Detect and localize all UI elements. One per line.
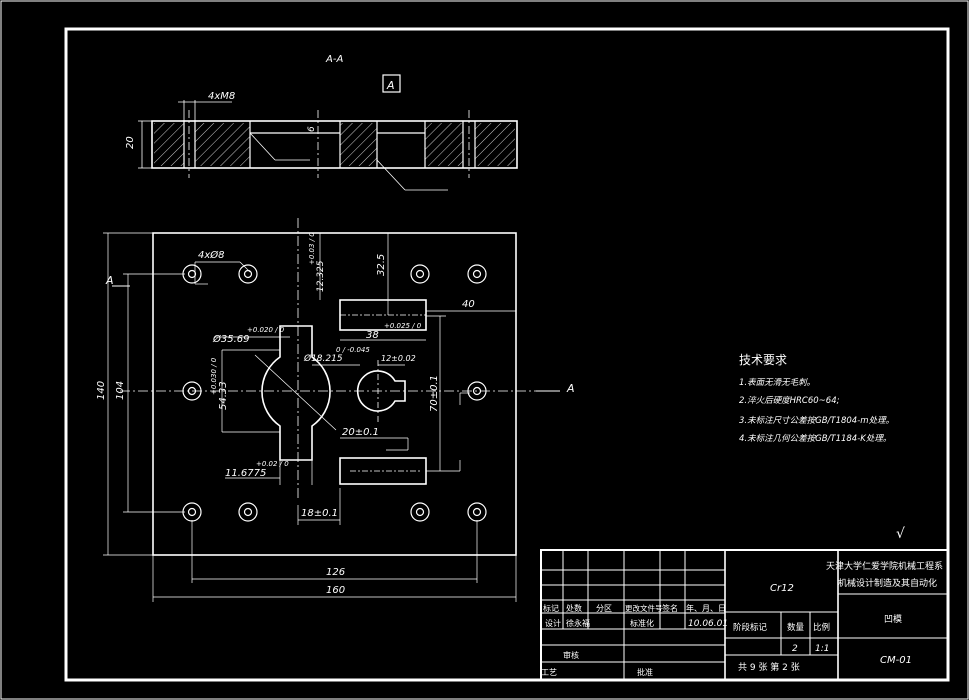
- dim-104: 104: [115, 381, 126, 400]
- dim-bore-height: 54.33: [218, 381, 229, 410]
- dim-40: 40: [462, 299, 475, 310]
- inner-frame: [64, 27, 950, 682]
- small-keyed-bore: [356, 370, 406, 412]
- hole-tr: [410, 264, 430, 284]
- thread-callout: 4xM8: [208, 91, 235, 102]
- school-line-2: 机械设计制造及其自动化: [838, 577, 937, 589]
- hole-tr2: [467, 264, 487, 284]
- hole-bl2: [238, 502, 258, 522]
- approve-label: 批准: [637, 667, 653, 677]
- plan-view: 140 104 160 126 A A 4xØ8 Ø35.69 +0.020 /…: [96, 218, 575, 602]
- hole-tl: [182, 264, 202, 284]
- scale-label: 比例: [813, 622, 830, 633]
- dim-bore-height-tol: +0.030 / 0: [210, 357, 218, 395]
- designer: 徐永福: [566, 618, 590, 628]
- dim-small-key: 12±0.02: [381, 354, 416, 363]
- sheet-count: 共 9 张 第 2 张: [738, 661, 800, 673]
- section-marker-left: A: [105, 274, 114, 287]
- drawing-number: CM-01: [880, 655, 912, 666]
- title-block: [540, 549, 949, 681]
- tech-notes: 技术要求 1.表面无滑无毛刺。 2.淬火后硬度HRC60~64; 3.未标注尺寸…: [739, 353, 894, 444]
- hdr-marking: 标记: [543, 603, 559, 613]
- hdr-date: 年、月、日: [686, 603, 726, 613]
- hole-br2: [467, 502, 487, 522]
- tech-note-3: 3.未标注尺寸公差按GB/T1804-m处理。: [739, 415, 894, 426]
- design-label: 设计: [545, 618, 561, 628]
- hdr-count: 处数: [566, 603, 582, 613]
- hdr-sign: 签名: [662, 603, 678, 613]
- dim-slot-38: 38: [366, 330, 379, 341]
- section-title: A-A: [325, 54, 343, 65]
- hole-ml: [182, 381, 202, 401]
- section-view: A-A A 4xM8: [125, 54, 518, 191]
- dim-key-width: 11.6775: [225, 468, 266, 479]
- stage-label: 阶段标记: [733, 622, 768, 633]
- surface-finish-mark: √: [896, 526, 905, 542]
- tech-note-1: 1.表面无滑无毛刺。: [739, 377, 815, 388]
- dim-20: 20±0.1: [342, 427, 379, 438]
- section-outline: [151, 120, 518, 169]
- school-line-1: 天津大学仁爱学院机械工程系: [826, 560, 943, 572]
- dim-12-325: 12.325: [316, 260, 326, 292]
- qty-value: 2: [792, 644, 798, 654]
- dim-32-5: 32.5: [376, 254, 387, 276]
- dim-bore-dia-tol: +0.020 / 0: [247, 326, 285, 334]
- dim-key-width-tol: +0.02 / 0: [256, 460, 289, 468]
- dim-140: 140: [96, 381, 107, 400]
- dim-bore-dia: Ø35.69: [212, 333, 250, 345]
- dim-12-325-tol: +0.03 / 0: [308, 232, 316, 265]
- scale-value: 1:1: [815, 644, 829, 654]
- qty-label: 数量: [787, 622, 805, 633]
- dim-small-bore: Ø18.215: [303, 353, 343, 364]
- review-label: 审核: [563, 650, 579, 660]
- plate-outline: [152, 232, 517, 556]
- section-marker-right: A: [566, 382, 575, 395]
- date: 10.06.01: [688, 619, 728, 629]
- tech-note-4: 4.未标注几何公差按GB/T1184-K处理。: [739, 433, 891, 444]
- dim-small-bore-tol: 0 / -0.045: [336, 346, 370, 354]
- dim-18: 18±0.1: [301, 508, 338, 519]
- material: Cr12: [770, 583, 794, 594]
- standardize-label: 标准化: [630, 618, 654, 628]
- groove-depth-dim: 6: [307, 126, 317, 132]
- part-name: 凹模: [884, 614, 902, 625]
- hole-mr: [467, 381, 487, 401]
- tech-note-2: 2.淬火后硬度HRC60~64;: [739, 395, 840, 406]
- dim-70: 70±0.1: [429, 375, 440, 412]
- section-height-dim: 20: [125, 136, 136, 149]
- tech-notes-heading: 技术要求: [739, 353, 787, 367]
- dim-126: 126: [326, 567, 345, 578]
- hole-br: [410, 502, 430, 522]
- dim-slot-tol: +0.025 / 0: [384, 322, 422, 330]
- hdr-zone: 分区: [596, 604, 612, 613]
- hdr-change: 更改文件号: [625, 603, 663, 613]
- dim-160: 160: [326, 585, 345, 596]
- hole-tl2: [238, 264, 258, 284]
- hole-callout: 4xØ8: [198, 249, 225, 261]
- datum-box: [382, 74, 401, 93]
- datum-letter: A: [386, 79, 395, 92]
- process-label: 工艺: [541, 668, 557, 677]
- hole-bl: [182, 502, 202, 522]
- title-block-text: Cr12 天津大学仁爱学院机械工程系 机械设计制造及其自动化 凹模 CM-01 …: [541, 560, 943, 677]
